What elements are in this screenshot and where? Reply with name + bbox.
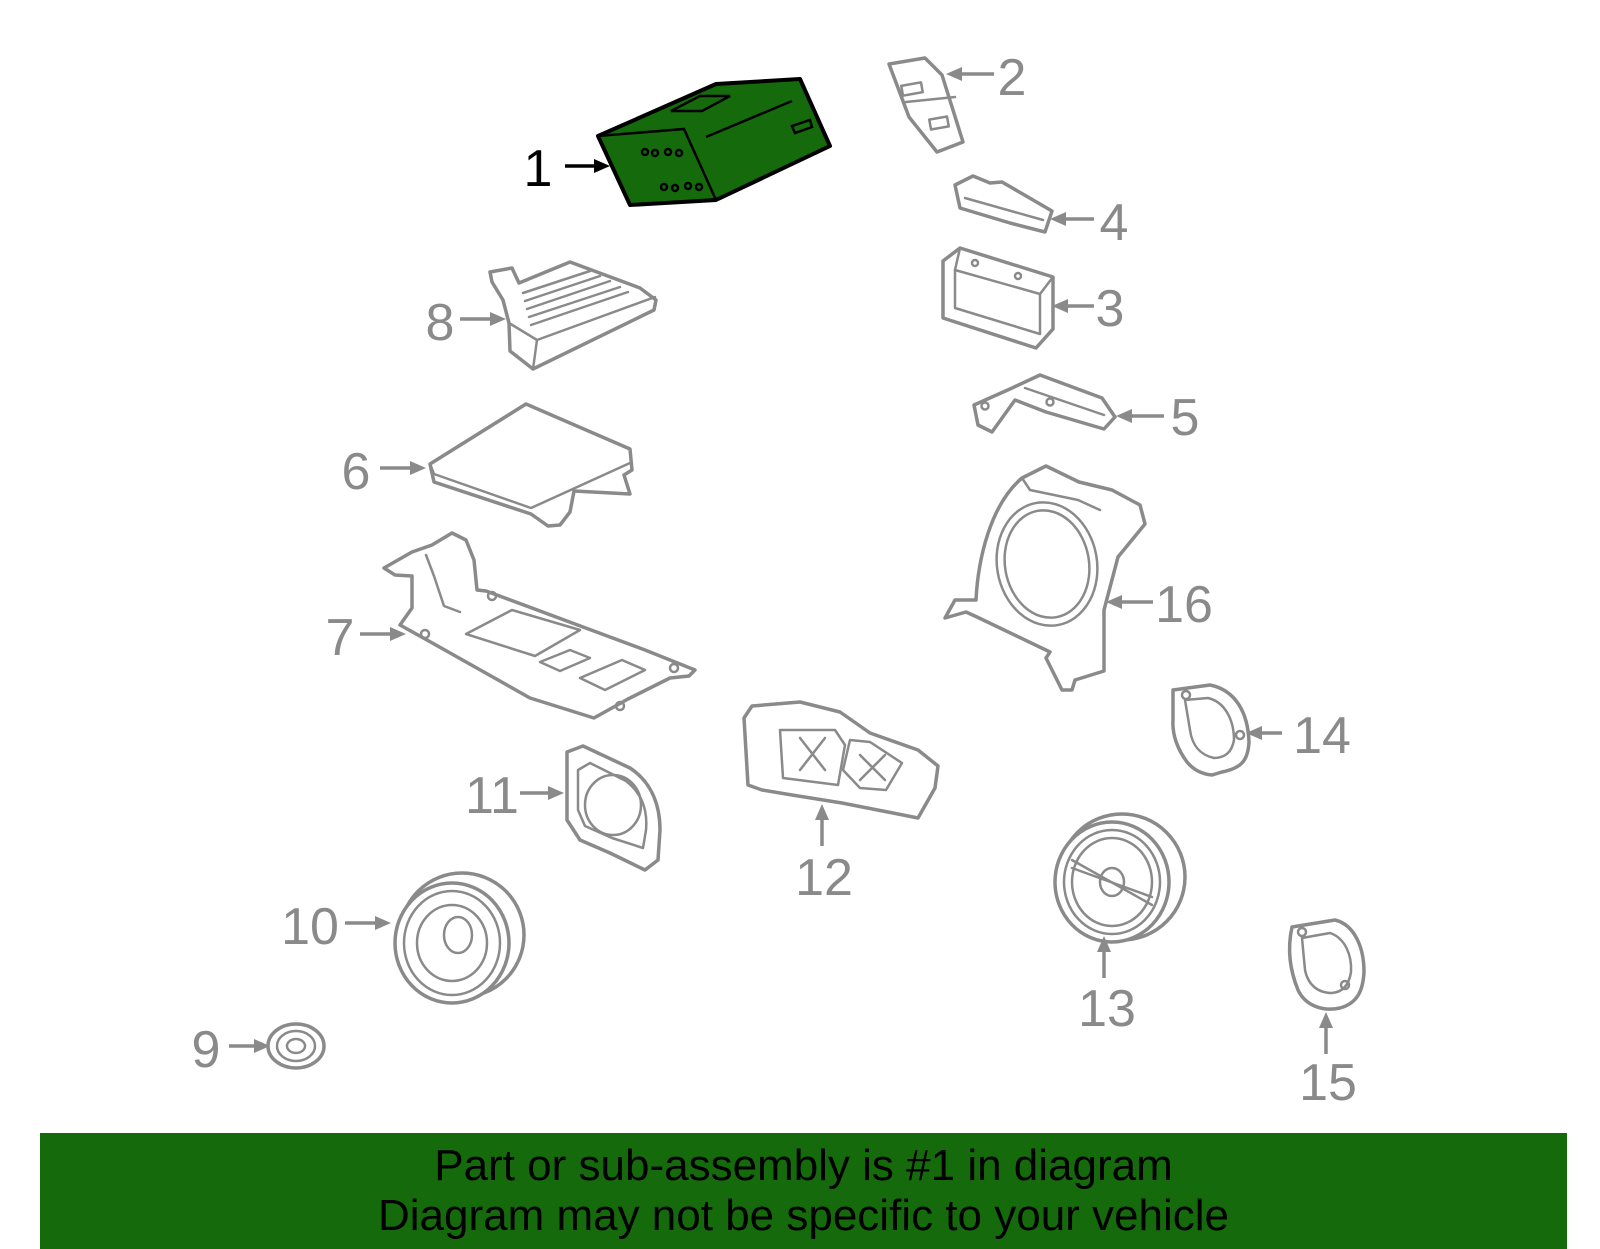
banner-line-1: Part or sub-assembly is #1 in diagram: [434, 1141, 1173, 1190]
part-16-enclosure[interactable]: [943, 464, 1147, 692]
callout-6: 6: [342, 443, 371, 501]
part-2-bracket[interactable]: [887, 56, 965, 154]
callout-11: 11: [465, 767, 519, 825]
callout-14: 14: [1293, 707, 1351, 765]
part-11-grille[interactable]: [565, 744, 662, 872]
callout-5: 5: [1171, 389, 1200, 447]
part-15-grille[interactable]: [1287, 918, 1366, 1011]
callout-9: 9: [192, 1021, 221, 1079]
callout-4: 4: [1100, 194, 1129, 252]
part-4-bracket[interactable]: [953, 174, 1054, 234]
callout-8: 8: [426, 294, 455, 352]
part-1-module[interactable]: [596, 77, 832, 207]
part-8-amplifier[interactable]: [488, 260, 658, 371]
callout-1: 1: [524, 140, 553, 198]
callout-16: 16: [1155, 576, 1213, 634]
part-5-bracket[interactable]: [972, 373, 1117, 434]
callout-7: 7: [326, 609, 355, 667]
leader-arrows: [229, 67, 1333, 1054]
part-14-grille[interactable]: [1171, 683, 1251, 777]
part-6-cover[interactable]: [428, 402, 634, 528]
part-12-panel[interactable]: [742, 700, 940, 820]
part-13-speaker[interactable]: [1053, 812, 1187, 944]
callout-10: 10: [281, 898, 339, 956]
part-3-frame[interactable]: [941, 246, 1055, 350]
info-banner: Part or sub-assembly is #1 in diagram Di…: [40, 1133, 1567, 1249]
banner-line-2: Diagram may not be specific to your vehi…: [377, 1191, 1230, 1240]
callout-13: 13: [1078, 980, 1136, 1038]
callout-2: 2: [998, 49, 1027, 107]
callout-3: 3: [1096, 280, 1125, 338]
callout-15: 15: [1299, 1054, 1357, 1112]
callout-12: 12: [795, 849, 853, 907]
part-10-speaker[interactable]: [393, 871, 526, 1005]
part-9-grommet[interactable]: [266, 1022, 326, 1070]
part-7-tray[interactable]: [382, 531, 697, 720]
